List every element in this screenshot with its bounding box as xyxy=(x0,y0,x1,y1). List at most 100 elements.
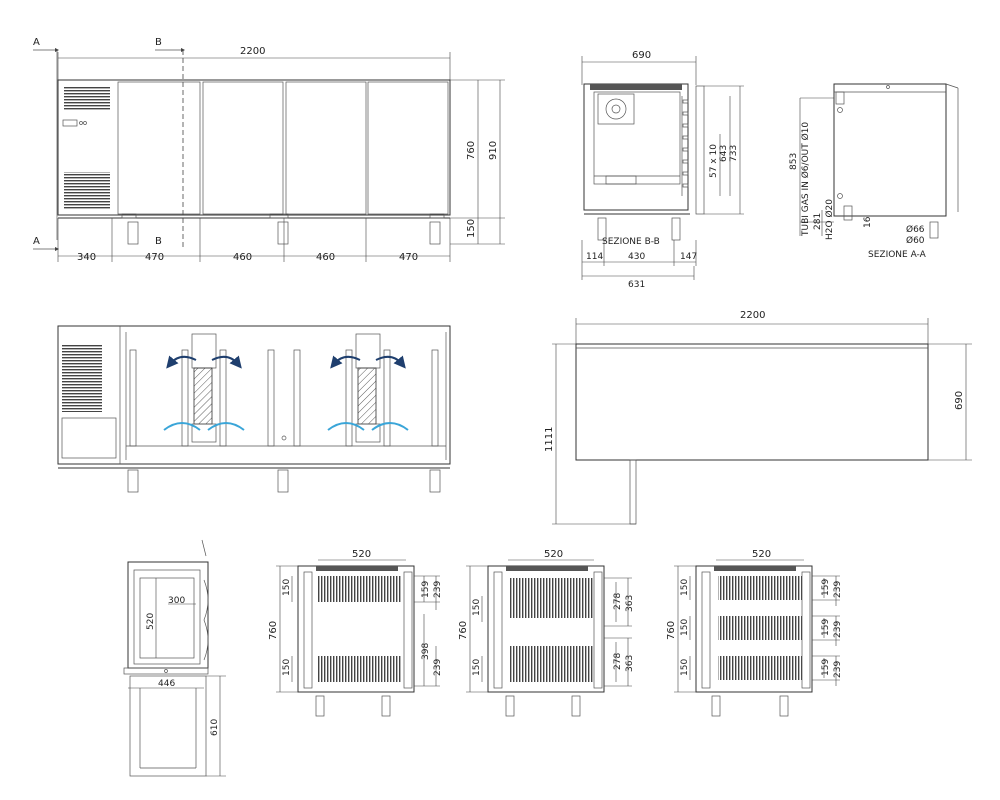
gas-pipes-label: TUBI GAS IN Ø6/OUT Ø10 xyxy=(800,122,811,237)
config2-150-bottom: 150 xyxy=(472,659,482,676)
foot-diameter-66: Ø66 xyxy=(906,224,925,235)
side-rail-57x10: 57 x 10 xyxy=(709,144,719,178)
section-a-a-label: SEZIONE A-A xyxy=(868,250,927,260)
section-a-height-853: 853 xyxy=(789,153,799,170)
section-a-marker-top: A xyxy=(33,37,40,48)
control-panel xyxy=(62,119,78,127)
basket-outline xyxy=(139,577,195,659)
interior-airflow-view xyxy=(57,325,451,493)
foot-right xyxy=(429,221,441,245)
config3-159-top: 159 xyxy=(821,579,831,596)
config3-drawer-top xyxy=(718,576,802,600)
config3-150-bottom: 150 xyxy=(680,659,690,676)
config2-height-760: 760 xyxy=(458,621,469,640)
door-4 xyxy=(367,81,449,215)
door-3 xyxy=(285,81,367,215)
config3-159-bottom: 159 xyxy=(821,659,831,676)
section-a-dim-16: 16 xyxy=(863,216,873,228)
front-height-150: 150 xyxy=(466,219,477,238)
door-2 xyxy=(202,81,284,215)
upper-vent-grille xyxy=(64,86,110,110)
config1-150-bottom: 150 xyxy=(282,659,292,676)
airflow-return-arrow xyxy=(327,422,365,431)
top-outline xyxy=(575,343,929,461)
segment-460-left: 460 xyxy=(233,252,252,263)
basket-width-300: 300 xyxy=(168,596,185,606)
top-width-2200: 2200 xyxy=(740,310,765,321)
config3-drawer-bottom xyxy=(718,656,802,680)
front-height-910: 910 xyxy=(488,141,499,160)
config1-150-top: 150 xyxy=(282,579,292,596)
side-height-643: 643 xyxy=(719,145,729,162)
config3-159-middle: 159 xyxy=(821,619,831,636)
drawer-config-1: 520 760 150 150 159 239 398 239 xyxy=(268,549,443,717)
foot-middle xyxy=(277,221,289,245)
airflow-out-arrow xyxy=(330,355,361,369)
config2-drawer-top xyxy=(510,578,594,618)
side-dim-430: 430 xyxy=(628,252,645,262)
segment-340: 340 xyxy=(77,252,96,263)
section-b-b-label: SEZIONE B-B xyxy=(602,237,660,247)
airflow-return-arrow xyxy=(163,422,201,431)
section-b-marker-bottom: B xyxy=(155,236,162,247)
section-a-dim-281: 281 xyxy=(813,213,823,230)
config2-150-top: 150 xyxy=(472,599,482,616)
section-a-marker-bottom: A xyxy=(33,236,40,247)
config2-278-top: 278 xyxy=(613,593,623,610)
config1-239-bottom: 239 xyxy=(433,659,443,676)
evaporator-left xyxy=(193,367,213,425)
front-width-dimension: 2200 xyxy=(240,46,265,57)
airflow-out-arrow xyxy=(166,355,197,369)
config3-height-760: 760 xyxy=(666,621,677,640)
front-view: A A B B 2200 xyxy=(33,37,505,263)
top-view: 2200 690 1111 xyxy=(544,310,972,525)
config1-drawer-bottom xyxy=(318,656,402,682)
section-b-b-view: 690 57 x 10 643 733 SEZIONE B-B xyxy=(581,50,744,290)
config3-239-middle: 239 xyxy=(833,621,843,638)
config3-150-middle: 150 xyxy=(680,619,690,636)
airflow-out-arrow xyxy=(375,355,406,369)
foot-diameter-60: Ø60 xyxy=(906,235,925,246)
drawer-width-446: 446 xyxy=(158,679,175,689)
condenser-grille xyxy=(62,344,102,412)
config3-drawer-middle xyxy=(718,616,802,640)
config1-239: 239 xyxy=(433,581,443,598)
airflow-out-arrow xyxy=(211,355,242,369)
side-dim-631: 631 xyxy=(628,280,645,290)
compressor-box xyxy=(61,417,117,459)
segment-470-right: 470 xyxy=(399,252,418,263)
config1-398: 398 xyxy=(421,643,431,660)
front-height-760: 760 xyxy=(466,141,477,160)
top-depth-690: 690 xyxy=(954,391,965,410)
door-detail-view: 300 520 446 610 xyxy=(123,539,226,777)
segment-460-right: 460 xyxy=(316,252,335,263)
config2-width-520: 520 xyxy=(544,549,563,560)
section-b-marker-top: B xyxy=(155,37,162,48)
door-1 xyxy=(117,81,201,215)
side-dim-114: 114 xyxy=(586,252,603,262)
config3-239-top: 239 xyxy=(833,581,843,598)
airflow-return-arrow xyxy=(371,422,409,431)
config2-drawer-bottom xyxy=(510,646,594,682)
top-depth-1111: 1111 xyxy=(544,427,555,452)
open-door-profile xyxy=(629,459,637,525)
open-drawer xyxy=(129,675,207,777)
drawer-config-3: 520 760 150 150 150 159 239 159 xyxy=(666,549,843,717)
evaporator-right xyxy=(357,367,377,425)
basket-height-520: 520 xyxy=(146,613,156,630)
config3-150-top: 150 xyxy=(680,579,690,596)
config2-363-bottom: 363 xyxy=(625,655,635,672)
side-dim-147: 147 xyxy=(680,252,697,262)
config1-drawer-top xyxy=(318,576,402,602)
config1-width-520: 520 xyxy=(352,549,371,560)
fan-unit xyxy=(597,93,635,125)
section-a-a-view: 853 TUBI GAS IN Ø6/OUT Ø10 281 H2O Ø20 1… xyxy=(789,83,959,260)
lower-vent-grille xyxy=(64,172,110,210)
foot-left xyxy=(127,221,139,245)
config2-363-top: 363 xyxy=(625,595,635,612)
side-width-690: 690 xyxy=(632,50,651,61)
config1-159: 159 xyxy=(421,581,431,598)
water-drain-label: H2O Ø20 xyxy=(824,199,835,240)
